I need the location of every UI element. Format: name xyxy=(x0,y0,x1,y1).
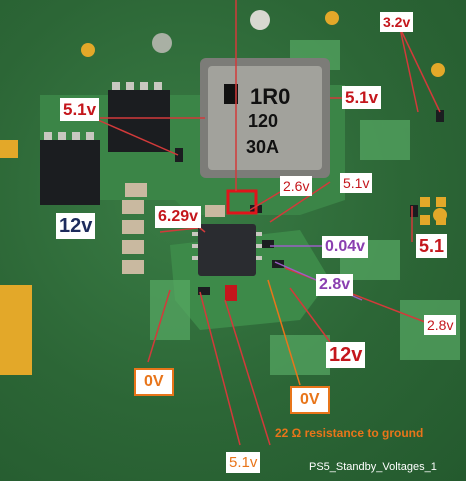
inductor-marking-line3: 30A xyxy=(246,137,280,157)
label-5-1v-mid: 5.1v xyxy=(340,173,373,193)
label-12v-bottom: 12v xyxy=(326,342,366,368)
label-2-8v-purple: 2.8v xyxy=(316,274,354,296)
label-6-29v: 6.29v xyxy=(155,206,202,228)
label-5-1v-right: 5.1v xyxy=(342,86,382,109)
controller-ic xyxy=(198,224,256,276)
label-2-8v-red: 2.8v xyxy=(424,315,457,335)
label-5-1: 5.1 xyxy=(416,234,448,258)
highlight-box xyxy=(226,189,258,215)
inductor-marking-line1: 1R0 xyxy=(250,84,291,109)
mosfet-left xyxy=(40,140,100,205)
mount-hole xyxy=(152,33,172,53)
label-0v-right: 0V xyxy=(290,386,330,414)
test-point xyxy=(250,10,270,30)
gold-via xyxy=(81,43,95,57)
label-3-2v: 3.2v xyxy=(380,12,414,32)
mosfet-top xyxy=(108,90,170,152)
red-component xyxy=(225,285,237,301)
label-0v-left: 0V xyxy=(134,368,174,396)
label-0-04v: 0.04v xyxy=(322,236,369,258)
ic-pins xyxy=(192,232,262,260)
gold-via-right xyxy=(431,63,445,77)
gold-pad-small xyxy=(0,140,18,158)
label-5-1v-bottom: 5.1v xyxy=(226,452,261,473)
capacitor-stack xyxy=(122,183,225,274)
gold-via-top xyxy=(325,11,339,25)
right-pads xyxy=(420,197,446,225)
label-5-1v-left: 5.1v xyxy=(60,98,100,121)
resistance-note: 22 Ω resistance to ground xyxy=(275,426,424,440)
inductor-dot xyxy=(224,84,238,104)
label-2-6v: 2.6v xyxy=(280,176,313,196)
orange-leaders xyxy=(267,279,301,386)
label-12v-left: 12v xyxy=(56,213,96,239)
inductor-marking-line2: 120 xyxy=(248,111,279,131)
caption: PS5_Standby_Voltages_1 xyxy=(309,461,437,473)
gold-pad-left xyxy=(0,285,32,375)
mosfet-pins xyxy=(44,82,162,140)
